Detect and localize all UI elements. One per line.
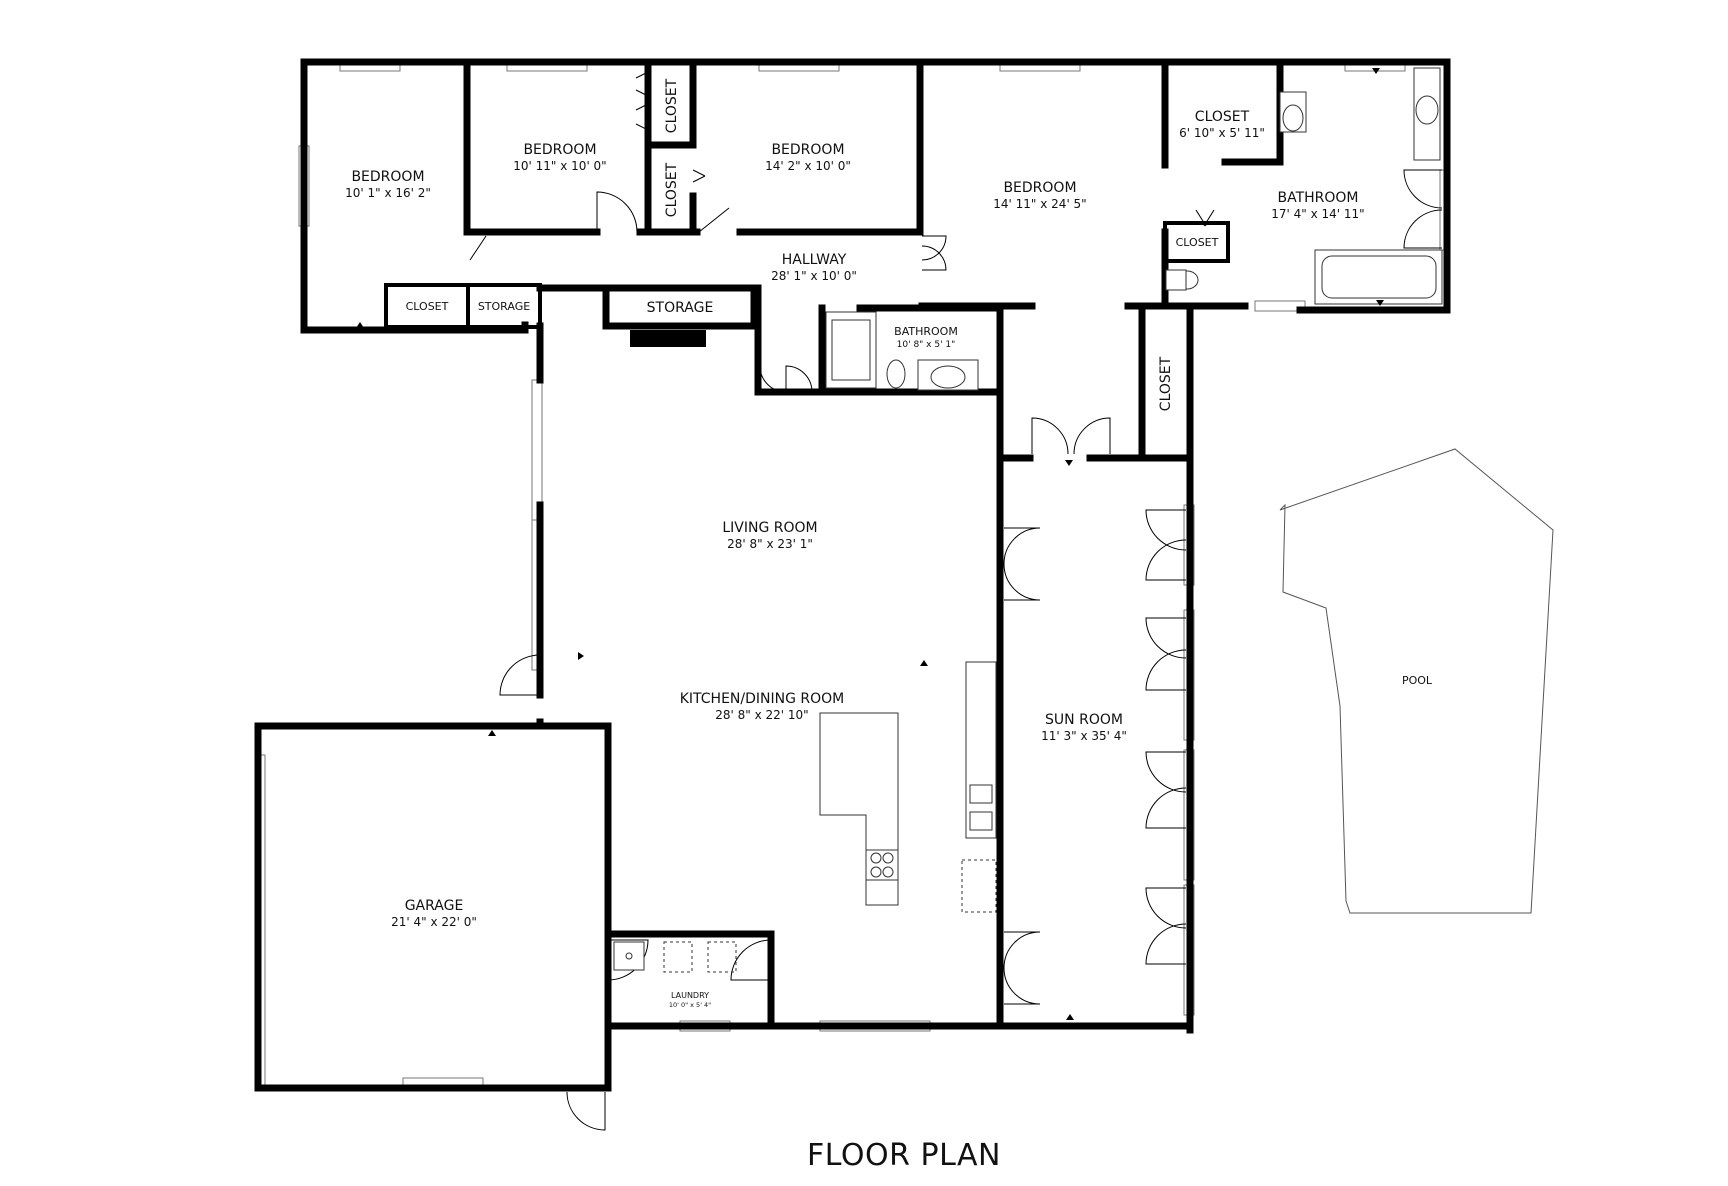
laundry-dims: 10' 0" x 5' 4" [669,1001,711,1009]
bathroom-hall-dims: 10' 8" x 5' 1" [897,340,956,350]
sun-room-name: SUN ROOM [1045,712,1123,728]
page-title: FLOOR PLAN [807,1138,1001,1173]
room-labels: BEDROOM 10' 1" x 16' 2" BEDROOM 10' 11" … [345,78,1365,1009]
closet-primary-small-label: CLOSET [1176,236,1219,249]
laundry-name: LAUNDRY [671,991,709,1000]
bedroom-2-name: BEDROOM [523,142,596,158]
markers [356,68,1384,1020]
hallway-dims: 28' 1" x 10' 0" [771,269,857,283]
closet-top-label: CLOSET [664,78,680,133]
bedroom-3-dims: 14' 2" x 10' 0" [765,159,851,173]
pool-outline [1279,448,1554,914]
closet-bedroom1-label: CLOSET [406,300,449,313]
bathroom-primary-dims: 17' 4" x 14' 11" [1271,207,1364,221]
bedroom-3-name: BEDROOM [771,142,844,158]
hallway-name: HALLWAY [782,252,847,268]
fixtures [613,67,1443,973]
garage-dims: 21' 4" x 22' 0" [391,915,477,929]
bathroom-primary-name: BATHROOM [1277,190,1358,206]
bedroom-primary-name: BEDROOM [1003,180,1076,196]
garage-name: GARAGE [405,898,464,914]
closet-side-label: CLOSET [1158,356,1174,411]
doors [469,71,1443,1131]
living-room-name: LIVING ROOM [722,520,817,536]
storage-large-label: STORAGE [647,300,714,316]
closet-mid-label: CLOSET [664,162,680,217]
walls [254,58,1451,1092]
kitchen-dining-name: KITCHEN/DINING ROOM [680,691,845,707]
kitchen-dining-dims: 28' 8" x 22' 10" [715,708,808,722]
closet-primary-dims: 6' 10" x 5' 11" [1179,126,1265,140]
storage-small-label: STORAGE [478,300,530,313]
bedroom-1-name: BEDROOM [351,169,424,185]
bedroom-2-dims: 10' 11" x 10' 0" [513,159,606,173]
closet-primary-name: CLOSET [1195,109,1250,125]
living-room-dims: 28' 8" x 23' 1" [727,537,813,551]
sun-room-dims: 11' 3" x 35' 4" [1041,729,1127,743]
pool-label: POOL [1402,674,1433,687]
bathroom-hall-name: BATHROOM [894,325,958,338]
bedroom-1-dims: 10' 1" x 16' 2" [345,186,431,200]
bedroom-primary-dims: 14' 11" x 24' 5" [993,197,1086,211]
